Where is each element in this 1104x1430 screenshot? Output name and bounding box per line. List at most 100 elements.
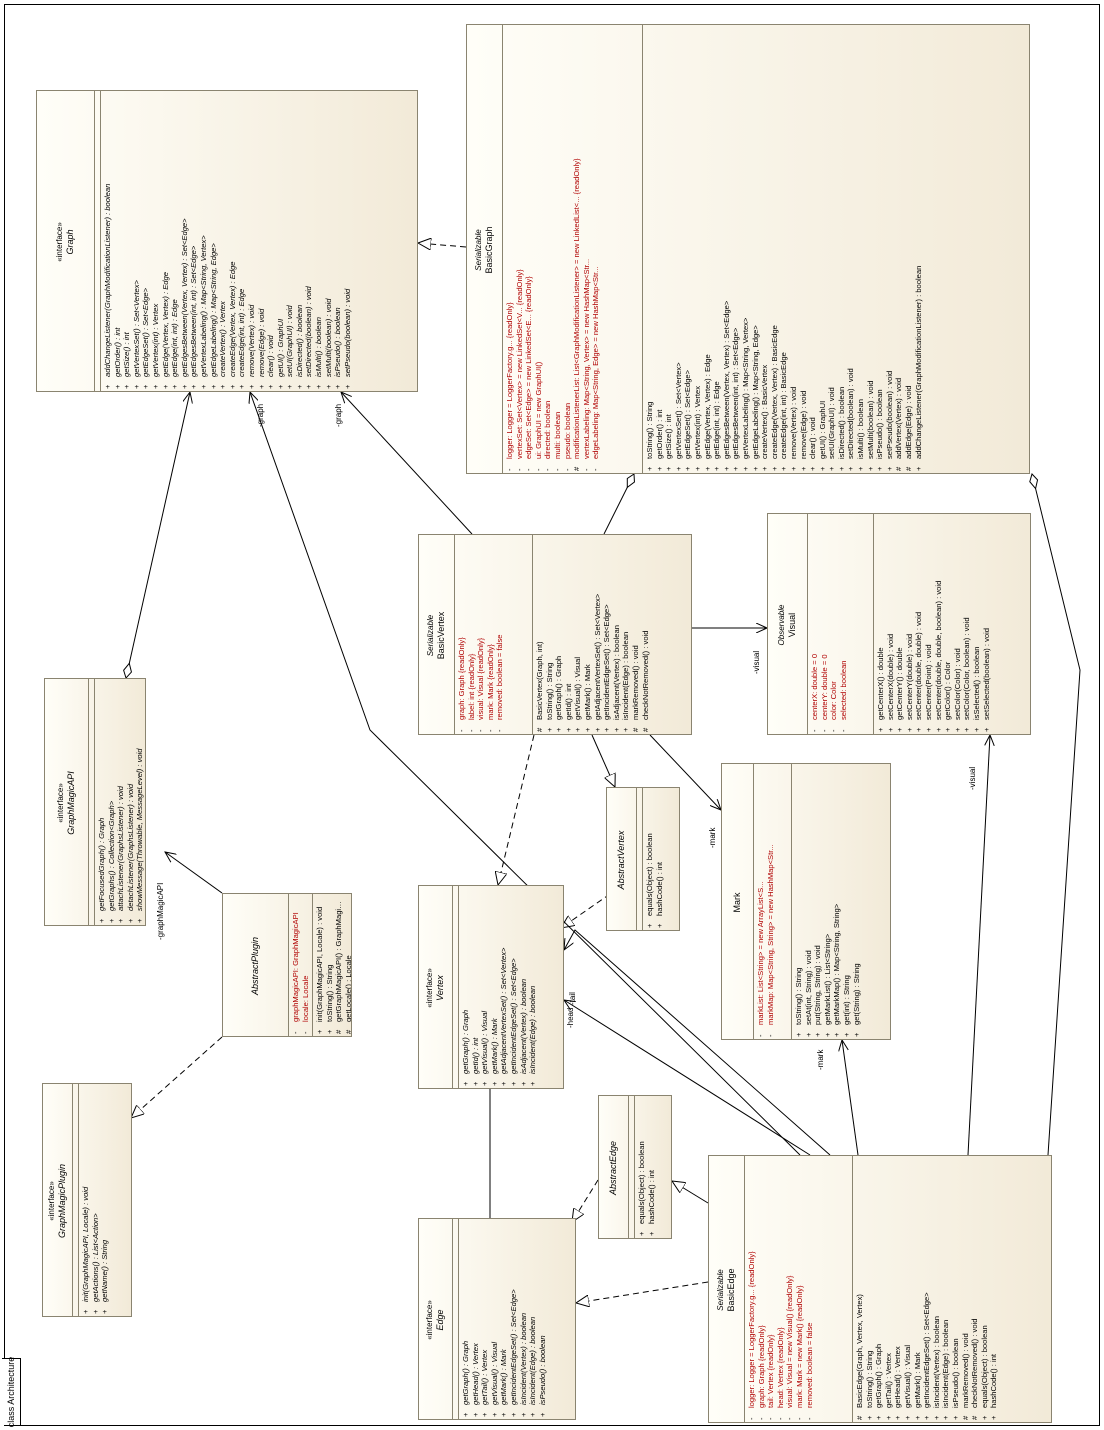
visibility-marker: + [989,1415,999,1420]
operation-row: +equals(Object) : boolean [980,1160,990,1420]
class-attributes: -centerX: double = 0-centerY: double = 0… [808,514,874,734]
class-abstractplugin[interactable]: AbstractPlugin-graphMagicAPI: GraphMagic… [222,893,352,1037]
class-abstractvertex[interactable]: AbstractVertex+equals(Object) : boolean+… [606,787,680,931]
visibility-marker: + [654,923,664,928]
operation-row: +setPseudo(boolean) : void [885,29,895,471]
class-operations: +toString() : String+setAt(int, String) … [792,764,890,1039]
operation-text: getLocale() : Locale [343,955,352,1022]
visibility-marker: + [470,1412,480,1417]
visibility-marker: + [875,466,885,471]
class-abstractedge[interactable]: AbstractEdge+equals(Object) : boolean+ha… [598,1095,672,1239]
operation-row: +setCenter(double, double) : void [914,518,924,732]
operation-row: +getVertex(int) : Vertex [693,29,703,471]
class-operations: +init(GraphMagicAPI, Locale) : void+toSt… [313,894,352,1036]
operation-text: setPseudo(boolean) : void [342,288,352,377]
class-mark[interactable]: Mark-markList: List<String> = new ArrayL… [721,763,891,1040]
operation-text: put(String, String) : void [813,945,823,1025]
operation-row: +getEdgesBetween(Vertex, Vertex) : Set<E… [722,29,732,471]
operation-row: + setCenter(Point) : void [924,518,934,732]
visibility-marker: + [323,384,333,389]
visibility-marker: - [794,1417,804,1420]
visibility-marker: - [747,1417,756,1420]
operation-row: +remove(Edge) : void [257,95,267,389]
visibility-marker: + [342,384,352,389]
operation-row: +getVertexSet() : Set<Vertex> [674,29,684,471]
visibility-marker: # [334,1029,344,1034]
operation-row: +get(int) : String [842,768,852,1037]
attribute-row: -locale: Locale [301,898,311,1034]
class-name: AbstractVertex [616,830,626,890]
operation-text: getEdgeSet() : Set<Edge> [141,287,151,377]
operation-text: setColor(Color, boolean) : void [962,617,972,720]
visibility-marker: - [819,729,829,732]
operation-row: + getHead() : Vertex [471,1223,481,1417]
operation-text: toString() : String [324,964,334,1022]
attribute-row: -head: Vertex {readOnly} [776,1160,786,1420]
class-operations: #BasicVertex(Graph, int)+toString() : St… [533,535,691,734]
mark-content: Mark-markList: List<String> = new ArrayL… [722,764,890,1039]
class-header: AbstractPlugin [223,894,289,1036]
operation-text: getEdgeLabeling() : Map<String, Edge> [208,243,218,377]
attribute-text: color: Color [829,681,839,720]
operation-row: +createVertex() : BasicVertex [760,29,770,471]
operation-text: setCenter(Point) : void [923,644,933,720]
operation-row: #addVertex(Vertex) : void [894,29,904,471]
operation-row: +getTail() : Vertex [480,1223,490,1417]
edge-content: «interface»Edge+getGraph() : Graph+getHe… [419,1219,575,1419]
operation-row: +getEdge(int, int) : Edge [170,95,180,389]
class-graphmagicplugin[interactable]: «interface»GraphMagicPlugin+init(GraphMa… [42,1083,132,1317]
operation-text: setCenterX(double) : void [885,633,895,720]
class-operations: +getCenterX() : double+setCenterX(double… [874,514,1030,734]
class-edge[interactable]: «interface»Edge+getGraph() : Graph+getHe… [418,1218,576,1420]
class-graph[interactable]: «interface»Graph+addChangeListener(Graph… [36,90,418,392]
operation-text: getIncidentEdgeSet() : Set<Edge> [508,958,518,1074]
operation-row: +addChangeListener(GraphModificationList… [914,29,924,471]
visibility-marker: + [621,727,631,732]
operation-text: isIncident(Vertex) : boolean [931,1315,941,1408]
visibility-marker: + [480,1081,490,1086]
operation-row: +isAdjacent(Vertex) : boolean [612,539,622,732]
operation-text: isPseudo() : boolean [875,389,885,459]
attribute-text: edgeLabeling: Map<String, Edge> = new Ha… [591,266,601,459]
visibility-marker: + [794,1032,803,1037]
class-graphmagicapi[interactable]: «interface»GraphMagicAPI+getFocusedGraph… [44,678,146,926]
visibility-marker: + [923,727,933,732]
visibility-marker: - [838,729,848,732]
class-stereotype: Serializable [426,614,435,657]
operation-row: +getGraph() : Graph [461,1223,471,1417]
operation-text: getVertexLabeling() : Map<String, Vertex… [198,235,208,377]
visibility-marker: + [913,466,923,471]
visibility-marker: - [495,729,505,732]
operation-row: +isDirected() : boolean [295,95,305,389]
operation-row: +isMulti() : boolean [856,29,866,471]
operation-row: +getActions() : List<Action> [91,1088,101,1314]
visibility-marker: + [116,918,126,923]
operation-row: +getVertexLabeling() : Map<String, Verte… [741,29,751,471]
attribute-text: directed: boolean [543,400,553,459]
visibility-marker: + [208,384,218,389]
operation-text: createVertex() : Vertex [218,301,228,377]
attribute-row: -selected: boolean [839,518,849,732]
operation-text: getUI() : GraphUI [275,318,285,377]
operation-text: get(String) : String [851,963,861,1025]
class-vertex[interactable]: «interface»Vertex+getGraph() : Graph+get… [418,885,564,1089]
operation-text: setCenterY(double) : void [904,633,914,720]
operation-text: getId() : int [470,1037,480,1074]
operation-text: equals(Object) : boolean [637,1141,646,1224]
visibility-marker: - [766,1417,776,1420]
operation-row: #markRemoved() : void [961,1160,971,1420]
class-attributes: -logger: Logger = LoggerFactory.g... {re… [745,1156,853,1422]
visibility-marker: + [294,384,304,389]
operation-row: +createEdge(Vertex, Vertex) : Edge [228,95,238,389]
frame-label-tab: class Architecture [2,1357,21,1427]
class-operations: +toString() : String+getOrder() : int+ge… [643,25,1029,473]
operation-text: getHead() : Vertex [470,1343,480,1405]
operation-text: getSize() : int [664,414,674,459]
attribute-row: -removed: boolean = false [805,1160,815,1421]
role-label-mark-2: -mark [816,1049,825,1070]
visibility-marker: + [803,1032,813,1037]
